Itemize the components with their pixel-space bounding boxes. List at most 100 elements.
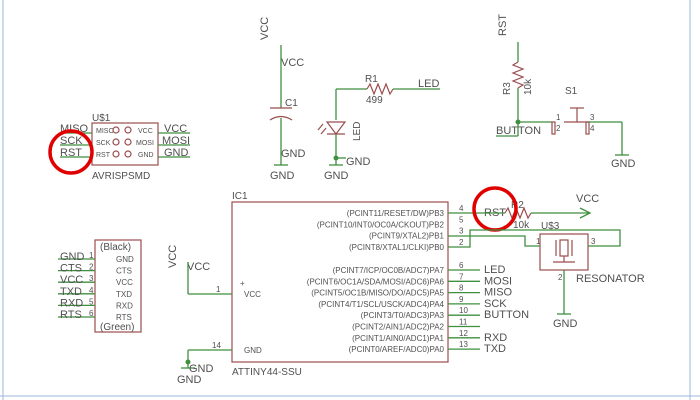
ic1-body <box>231 201 449 363</box>
ic1-net-7: MOSI <box>484 275 512 287</box>
vcc-label-r2: VCC <box>576 193 599 205</box>
ic1-pin-num-9: 9 <box>459 295 464 304</box>
s1-right-contact <box>585 121 590 135</box>
vcc-arrow-r2 <box>579 207 592 219</box>
led-emit-arrow-2 <box>320 127 327 135</box>
u3-pin3: 3 <box>591 237 596 246</box>
r3-name: R3 <box>502 82 513 95</box>
ic1-pin-label-9: (PCINT4/T1/SCL/USCK/ADC4)PA4 <box>318 300 444 309</box>
ftdi-net-2: CTS <box>60 263 82 275</box>
ftdi-num-3: 3 <box>89 274 94 283</box>
led-net-label: LED <box>418 78 439 90</box>
ftdi-pin-4: TXD <box>116 290 132 299</box>
u3-pin1: 1 <box>536 237 541 246</box>
ftdi-net-1: GND <box>60 251 85 263</box>
ic1-pin-num-8: 8 <box>459 284 464 293</box>
s1-pin3: 3 <box>590 113 595 122</box>
ic1-net-12: RXD <box>484 332 507 344</box>
capacitor-plate-bottom <box>269 115 293 121</box>
u1-net-gnd: GND <box>164 147 189 159</box>
ftdi-pin-5: RXD <box>116 301 133 310</box>
ic1-pin-label-11: (PCINT2/AIN1/ADC2)PA2 <box>352 323 444 332</box>
wire-xtal2 <box>448 235 540 247</box>
ic1-pin-label-8: (PCINT5/OC1B/MISO/DO/ADC5)PA5 <box>311 289 444 298</box>
led-emit-arrow-1 <box>317 123 324 131</box>
s1-pin4: 4 <box>590 124 595 133</box>
u3-name: U$3 <box>541 221 560 232</box>
u3-crystal <box>559 239 569 257</box>
ic1-pin-label-10: (PCINT3/T0/ADC3)PA3 <box>361 311 445 320</box>
u1-name: U$1 <box>92 113 111 124</box>
u1-inner-gnd: GND <box>138 152 154 159</box>
ic1-net-13: TXD <box>484 343 506 355</box>
ic1-gnd-num: 14 <box>212 341 221 350</box>
u1-net-rst: RST <box>60 147 82 159</box>
r2-name: R2 <box>511 200 524 211</box>
ftdi-pin-1: GND <box>116 255 134 264</box>
ic1-pin-num-10: 10 <box>459 306 468 315</box>
gnd-label-c1: GND <box>270 170 295 182</box>
wire-xtal1 <box>448 229 621 248</box>
gnd-label-led: GND <box>324 170 349 182</box>
r3-value: 10k <box>523 78 534 95</box>
r1-value: 499 <box>366 95 383 106</box>
ftdi-pin-6: RTS <box>116 313 132 322</box>
r2-pullup-group: R2 10k VCC <box>448 186 599 232</box>
ftdi-num-4: 4 <box>89 286 94 295</box>
ic1-pin-label-5: (PCINT10/INT0/OC0A/CKOUT)PB2 <box>317 220 445 229</box>
r2-value: 10k <box>513 220 530 231</box>
ftdi-num-2: 2 <box>89 263 94 272</box>
u1-pad-5 <box>112 150 120 158</box>
avrisp-header: U$1 MISO SCK RST VCC MOSI GND MISO SCK R… <box>48 113 190 182</box>
ic1-pin-num-7: 7 <box>459 272 464 281</box>
led-name: LED <box>352 122 363 141</box>
ftdi-net-4: TXD <box>60 286 82 298</box>
ic1-gnd-pin: GND <box>244 346 262 355</box>
ftdi-pin-3: VCC <box>116 278 133 287</box>
ic1-pin-label-6: (PCINT7/ICP/OC0B/ADC7)PA7 <box>333 266 445 275</box>
ic1-name: IC1 <box>232 191 248 202</box>
r1-led-group: R1 499 LED LED GND GND <box>317 74 440 182</box>
reset-button-group: RST R3 10k BUTTON S1 1 2 3 4 GND <box>496 14 636 170</box>
ftdi-top-label: (Black) <box>100 242 131 253</box>
u1-inner-vcc: VCC <box>138 128 153 135</box>
ic1-pin-label-2: (PCINT8/XTAL1/CLKI)PB0 <box>349 243 445 252</box>
ic1-plus: + <box>240 279 245 288</box>
gnd-label-u3: GND <box>553 318 578 330</box>
vcc-net-c1: VCC <box>281 57 304 69</box>
u1-pad-3 <box>112 138 120 146</box>
u3-body <box>539 233 589 271</box>
ftdi-net-3: VCC <box>60 274 83 286</box>
u1-inner-rst: RST <box>96 152 111 159</box>
u1-pad-6 <box>124 150 132 158</box>
resonator-group: U$3 1 2 3 RESONATOR GND <box>448 221 645 330</box>
gnd-label-ic1: GND <box>177 374 202 386</box>
s1-pin1: 1 <box>556 113 561 122</box>
ic1-pin-num-11: 11 <box>459 318 468 327</box>
ftdi-pin-2: CTS <box>116 267 132 276</box>
ic1-pin-num-13: 13 <box>459 340 468 349</box>
rst-label-top: RST <box>497 14 509 36</box>
ic1-pin-label-12: (PCINT1/AIN0/ADC1)PA1 <box>352 334 444 343</box>
s1-left-contact <box>551 121 556 135</box>
ic1-part: ATTINY44-SSU <box>232 367 302 378</box>
u1-net-mosi: MOSI <box>162 135 190 147</box>
ic1-pin-label-13: (PCINT0/AREF/ADC0)PA0 <box>349 345 445 354</box>
ic1-net-8: MISO <box>484 287 513 299</box>
ic1-pin-num-5: 5 <box>459 215 464 224</box>
u1-net-sck: SCK <box>60 135 83 147</box>
s1-name: S1 <box>565 86 578 97</box>
c1-capacitor-group: VCC VCC C1 GND GND <box>259 17 306 182</box>
r2-resistor-body <box>504 206 532 220</box>
gnd-net-led: GND <box>346 156 371 168</box>
ic1-pin-num-4: 4 <box>459 204 464 213</box>
attiny44-ic: IC1 ATTINY44-SSU VCC VCC 1 VCC + 14 GND … <box>167 191 529 386</box>
u1-part: AVRISPSMD <box>92 171 150 182</box>
ftdi-num-5: 5 <box>89 297 94 306</box>
ftdi-body <box>94 239 142 333</box>
ic1-pin-label-3: (PCINT9/XTAL2)PB1 <box>369 232 445 241</box>
u1-pad-4 <box>124 138 132 146</box>
